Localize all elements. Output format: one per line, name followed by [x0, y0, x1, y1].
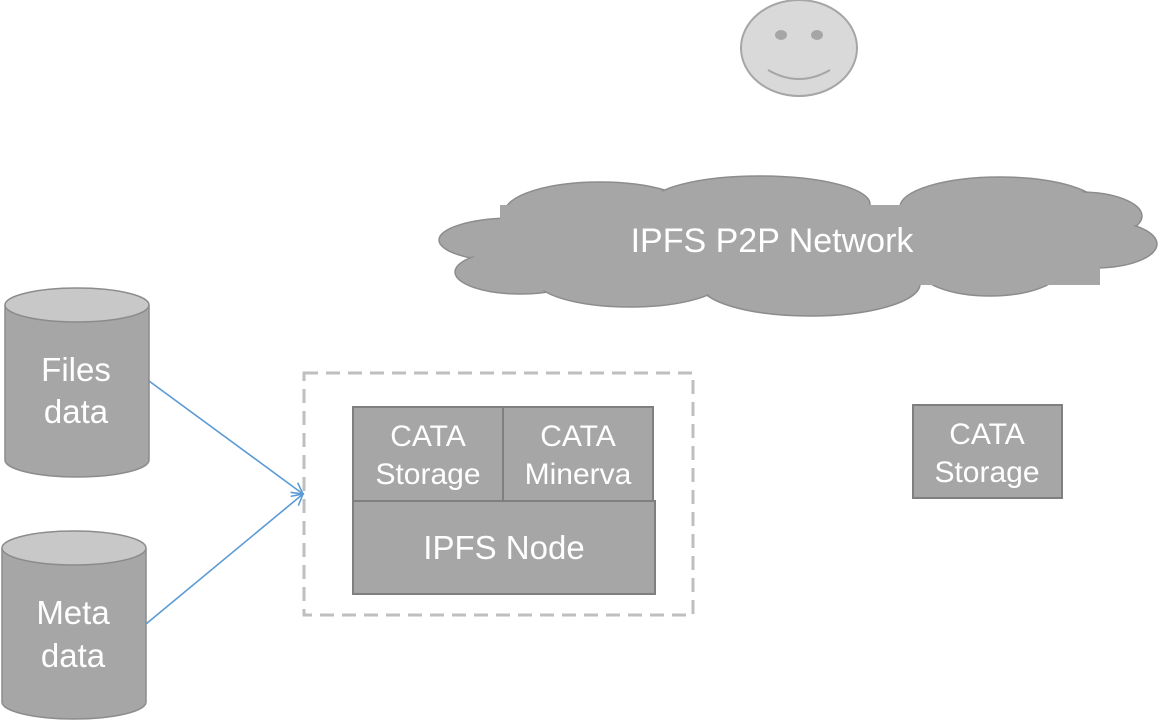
files-db-label-line1: Files — [41, 351, 111, 388]
cata-storage-box: CATA Storage — [352, 406, 504, 502]
cata-storage-line2: Storage — [375, 458, 480, 491]
user-smiley-icon — [740, 0, 858, 97]
smile — [767, 69, 831, 80]
right-eye — [811, 30, 823, 40]
remote-cata-storage-box: CATA Storage — [912, 404, 1063, 499]
files-to-node-arrow — [148, 380, 305, 495]
cata-storage-line1: CATA — [390, 420, 466, 453]
ipfs-network-cloud: IPFS P2P Network — [438, 175, 1158, 317]
remote-storage-line1: CATA — [949, 418, 1025, 451]
meta-to-node-arrow — [145, 492, 305, 625]
remote-storage-line2: Storage — [934, 456, 1039, 489]
meta-database-icon: Meta data — [1, 530, 147, 720]
network-label: IPFS P2P Network — [631, 222, 915, 260]
ipfs-node-label: IPFS Node — [423, 529, 584, 566]
files-db-label-line2: data — [44, 393, 109, 430]
left-eye — [775, 30, 787, 40]
meta-db-label-line2: data — [41, 637, 106, 674]
cata-minerva-box: CATA Minerva — [502, 406, 654, 502]
cata-minerva-line2: Minerva — [525, 458, 632, 491]
meta-db-label-line1: Meta — [36, 594, 110, 631]
local-node-group-border — [302, 371, 695, 617]
ipfs-node-box: IPFS Node — [352, 500, 656, 595]
cata-minerva-line1: CATA — [540, 420, 616, 453]
files-database-icon: Files data — [4, 287, 150, 478]
